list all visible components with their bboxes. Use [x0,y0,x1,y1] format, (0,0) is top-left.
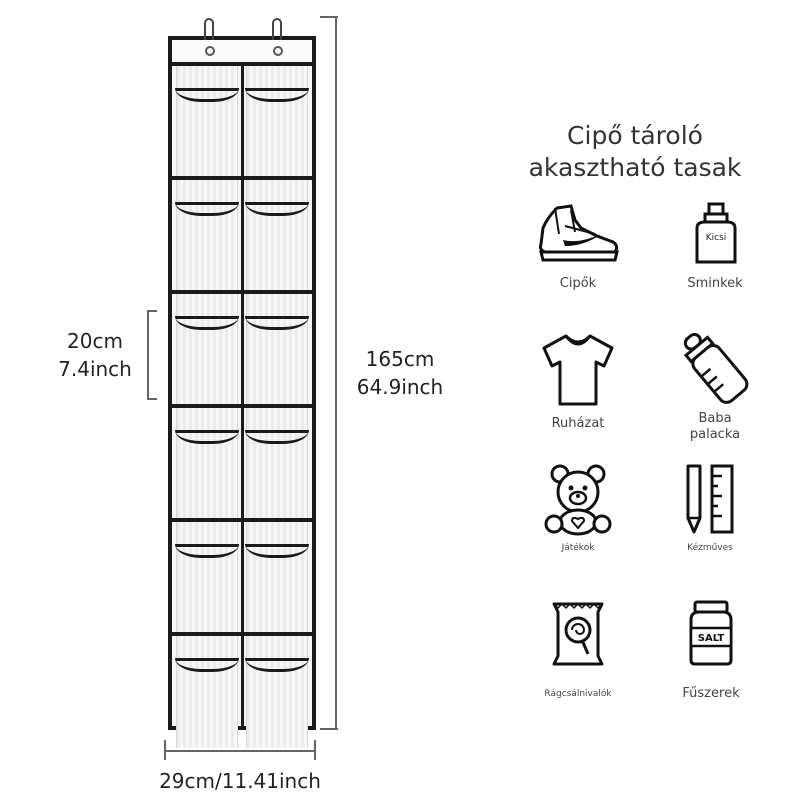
pocket-height-inch: 7.4inch [58,357,132,381]
salt-jar-icon: SALT [689,600,733,666]
pocket-height-bracket-bottom [147,398,157,400]
item-spices: SALT Fűszerek [656,598,766,702]
width-label: 29cm/11.41inch [159,769,321,793]
pocket-row-divider [172,632,312,636]
width-line-left [164,740,166,760]
total-height-line-bottom [320,728,338,730]
pocket-lip [245,88,309,102]
baby-bottle-icon [683,332,749,404]
item-makeup: Kicsi Sminkek [660,200,770,292]
grommet-icon [205,46,215,56]
pocket-lip [175,202,239,216]
bottle-icon-text: Kicsi [706,233,727,243]
panel-title: Cipő tároló akasztható tasak [500,120,770,184]
pocket [175,180,239,292]
pocket-row-divider [172,176,312,180]
item-clothing: Ruházat [523,330,633,432]
total-height-line-top [320,16,338,18]
pocket [245,522,309,634]
pocket-row-divider [172,518,312,522]
hook-icon [272,18,282,46]
item-label-line-2: palacka [689,427,741,442]
item-toys: Játékok [523,462,633,554]
pencil-ruler-icon [686,464,734,534]
title-line-2: akasztható tasak [528,153,742,182]
teddy-bear-icon [544,464,612,536]
total-height-cm: 165cm [365,347,435,371]
item-shoes: Cipők [523,200,633,292]
item-label: Rágcsálnivalók [544,689,612,699]
pocket [175,66,239,178]
pocket-row-divider [172,404,312,408]
pocket-lip [245,658,309,672]
width-line-right [314,740,316,760]
item-label: Játékok [561,543,595,553]
item-baby-bottle: Baba palacka [660,325,770,443]
total-height-label: 165cm 64.9inch [345,345,455,401]
item-label: Baba palacka [660,411,770,443]
pocket-height-cm: 20cm [67,329,123,353]
item-label-line-1: Baba [698,411,732,426]
pocket [245,294,309,406]
organizer-center-seam [241,62,244,726]
total-height-line [335,16,337,730]
item-snacks: Rágcsálnivalók [523,598,633,700]
salt-icon-text: SALT [698,633,725,644]
item-label: Fűszerek [682,686,740,701]
item-crafts: Kézműves [655,462,765,554]
pocket-lip [245,202,309,216]
pocket [245,180,309,292]
pocket [175,294,239,406]
pocket-lip [175,316,239,330]
pocket-height-bracket [147,310,149,400]
pocket [245,66,309,178]
pocket-height-bracket-top [147,310,157,312]
candy-bag-icon [552,602,604,666]
item-label: Sminkek [687,276,743,291]
width-line [164,750,316,752]
pocket-lip [175,544,239,558]
pocket-lip [175,430,239,444]
sneaker-icon [539,204,619,262]
pocket-lip [175,658,239,672]
cosmetic-bottle-icon: Kicsi [695,202,737,264]
door-organizer [168,18,316,748]
title-line-1: Cipő tároló [567,121,703,150]
total-height-inch: 64.9inch [356,375,444,399]
pocket-lip [245,544,309,558]
tshirt-icon [542,334,614,406]
pocket [175,408,239,520]
pocket-row-divider [172,290,312,294]
grommet-icon [273,46,283,56]
item-label: Cipők [559,276,597,291]
pocket-lip [245,316,309,330]
hook-icon [204,18,214,46]
pocket [175,636,239,748]
pocket-height-label: 20cm 7.4inch [40,327,150,383]
pocket-lip [245,430,309,444]
item-label: Kézműves [687,543,733,553]
item-label: Ruházat [551,416,605,431]
pocket [175,522,239,634]
pocket [245,408,309,520]
pocket [245,636,309,748]
pocket-lip [175,88,239,102]
